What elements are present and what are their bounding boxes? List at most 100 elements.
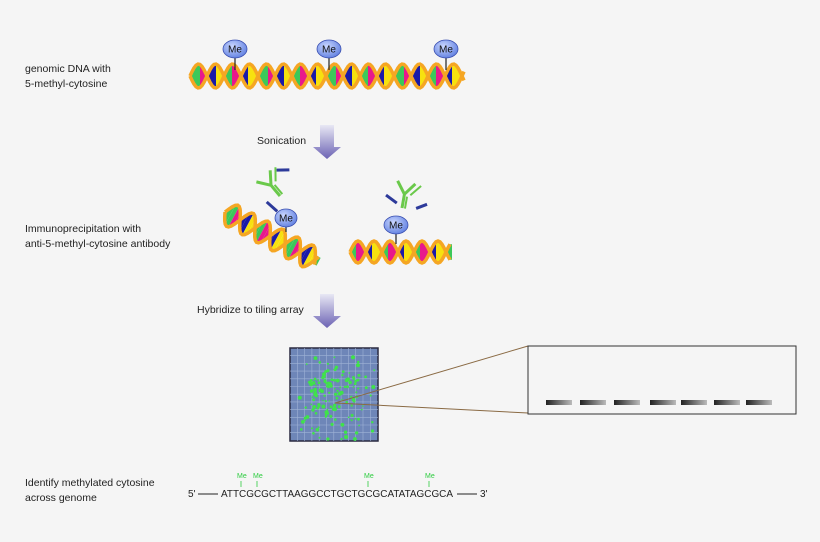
array-spot bbox=[328, 391, 331, 394]
array-spot bbox=[353, 400, 356, 403]
probe-icon bbox=[580, 400, 606, 405]
array-spot bbox=[352, 377, 356, 380]
probe-icon bbox=[546, 400, 572, 405]
array-spot bbox=[331, 407, 336, 411]
dna-fragment-1 bbox=[222, 203, 321, 269]
dna-backbone bbox=[348, 239, 452, 265]
array-spot bbox=[330, 378, 334, 382]
down-arrow-icon bbox=[313, 294, 341, 328]
array-spot bbox=[297, 395, 302, 400]
array-spot bbox=[355, 391, 358, 394]
array-spot bbox=[356, 378, 360, 382]
antibody-icon bbox=[256, 167, 290, 213]
base-pair bbox=[253, 220, 268, 242]
array-spot bbox=[330, 422, 334, 426]
array-spot bbox=[369, 394, 372, 397]
array-spot bbox=[341, 370, 345, 374]
dna-backbone bbox=[223, 203, 320, 269]
array-spot bbox=[350, 395, 353, 398]
array-spot bbox=[364, 375, 367, 379]
array-spot bbox=[318, 436, 321, 439]
array-spot bbox=[322, 372, 326, 377]
base-pair bbox=[284, 236, 300, 260]
array-spot bbox=[370, 429, 375, 433]
array-spot bbox=[340, 422, 345, 427]
array-spot bbox=[334, 392, 338, 396]
array-spot bbox=[348, 380, 352, 385]
array-spot bbox=[321, 404, 326, 409]
array-spot bbox=[326, 437, 330, 441]
array-spot bbox=[313, 377, 317, 381]
array-spot bbox=[317, 403, 321, 407]
array-spot bbox=[350, 355, 356, 360]
sonication-label: Sonication bbox=[257, 135, 307, 147]
array-spot bbox=[362, 405, 364, 407]
array-spot bbox=[313, 387, 318, 392]
down-arrow-icon bbox=[313, 125, 341, 159]
array-spot bbox=[317, 426, 320, 429]
array-spot bbox=[350, 404, 353, 407]
array-spot bbox=[303, 416, 307, 420]
array-spot bbox=[305, 363, 308, 365]
array-spot bbox=[348, 372, 351, 374]
tiling-array-icon bbox=[289, 347, 379, 442]
array-spot bbox=[312, 398, 316, 402]
array-spot bbox=[317, 381, 321, 385]
array-spot bbox=[352, 386, 355, 388]
seq-methyl-mark: Me bbox=[364, 473, 374, 480]
zoom-line-top bbox=[334, 345, 529, 404]
array-spot bbox=[310, 403, 313, 406]
array-spot bbox=[357, 417, 360, 421]
array-spot bbox=[327, 412, 330, 415]
methyl-tags: MeMeMeMeMeMeMe bbox=[222, 39, 729, 378]
array-spot bbox=[314, 412, 318, 415]
base-pair bbox=[270, 228, 286, 252]
methyl-tag-label: Me bbox=[322, 45, 336, 56]
array-spot bbox=[345, 401, 349, 404]
methyl-tag-label: Me bbox=[279, 214, 293, 225]
array-spot bbox=[324, 415, 328, 418]
array-spot bbox=[311, 396, 314, 398]
array-spot bbox=[339, 386, 342, 389]
array-spot bbox=[354, 379, 358, 383]
array-spot bbox=[318, 361, 322, 364]
array-spot bbox=[371, 385, 376, 389]
array-spot bbox=[336, 389, 339, 392]
array-spot bbox=[321, 376, 325, 380]
dna-backbone bbox=[188, 62, 466, 90]
array-spot bbox=[354, 431, 359, 435]
base-pair bbox=[302, 246, 317, 268]
array-spot bbox=[313, 356, 318, 360]
array-spot bbox=[364, 386, 368, 390]
array-spot bbox=[343, 430, 348, 434]
array-spot bbox=[341, 398, 343, 401]
array-spot bbox=[357, 360, 360, 364]
array-spot bbox=[301, 420, 305, 424]
array-spot bbox=[354, 417, 357, 420]
array-spot bbox=[333, 356, 336, 359]
array-spot bbox=[326, 362, 329, 365]
array-spot bbox=[358, 424, 360, 427]
base-pair bbox=[224, 204, 240, 228]
array-spot bbox=[335, 378, 340, 383]
array-spot bbox=[327, 386, 330, 389]
array-spot bbox=[315, 427, 320, 432]
dna-helix-icon bbox=[348, 239, 452, 265]
dna-helix-icon bbox=[188, 62, 466, 90]
array-spot bbox=[373, 369, 376, 372]
array-spot bbox=[325, 382, 328, 385]
array-spot bbox=[311, 427, 313, 430]
array-spot bbox=[312, 405, 317, 409]
array-spot bbox=[333, 378, 336, 382]
sequence-methyl-marks: Me Me Me Me bbox=[237, 473, 435, 487]
array-spot bbox=[350, 419, 353, 422]
dna-backbone bbox=[188, 62, 466, 90]
immunoprecipitation-label: Immunoprecipitation with anti-5-methyl-c… bbox=[25, 223, 171, 250]
probe-icon bbox=[681, 400, 707, 405]
array-spot bbox=[311, 408, 315, 412]
base-pair bbox=[242, 214, 257, 236]
array-spot bbox=[337, 391, 342, 396]
methyl-tag-label: Me bbox=[228, 45, 242, 56]
array-probes bbox=[546, 400, 772, 405]
